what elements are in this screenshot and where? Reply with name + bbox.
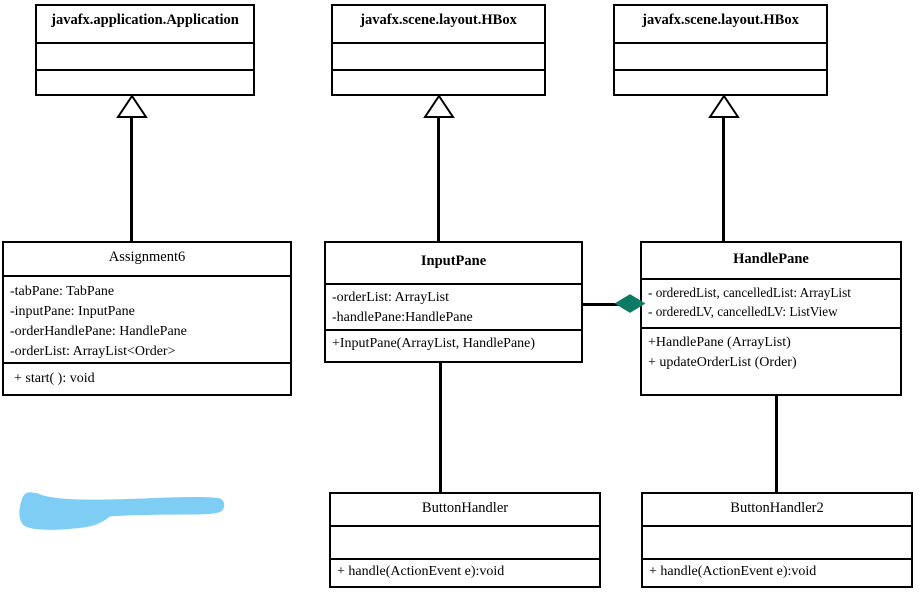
class-operations-compartment xyxy=(333,71,544,94)
filled-diamond-icon-composition xyxy=(614,294,646,313)
operation-row: + start( ): void xyxy=(14,371,95,386)
operations-list: + start( ): void xyxy=(4,364,290,394)
attributes-list: - orderedList, cancelledList: ArrayList … xyxy=(642,280,900,326)
class-operations-compartment: +InputPane(ArrayList, HandlePane) xyxy=(326,331,581,361)
class-attributes-compartment xyxy=(333,44,544,71)
operations-list: + handle(ActionEvent e):void xyxy=(643,560,911,586)
class-title-inputpane: InputPane xyxy=(420,253,487,269)
attributes-list: -tabPane: TabPane -inputPane: InputPane … xyxy=(4,277,290,362)
association-line-handlepane-buttonhandler2 xyxy=(775,396,778,492)
operations-empty xyxy=(333,71,544,94)
operations-list: +HandlePane (ArrayList) + updateOrderLis… xyxy=(642,329,900,378)
operation-row: +InputPane(ArrayList, HandlePane) xyxy=(332,336,536,351)
attribute-row: -inputPane: InputPane xyxy=(10,303,135,319)
class-title-assignment6: Assignment6 xyxy=(108,249,186,265)
class-attributes-compartment: -tabPane: TabPane -inputPane: InputPane … xyxy=(4,277,290,364)
class-box-assignment6[interactable]: Assignment6 -tabPane: TabPane -inputPane… xyxy=(2,241,292,396)
highlight-blob-annotation xyxy=(19,492,225,530)
class-name-compartment: ButtonHandler xyxy=(331,494,599,527)
class-operations-compartment: +HandlePane (ArrayList) + updateOrderLis… xyxy=(642,329,900,394)
class-operations-compartment: + start( ): void xyxy=(4,364,290,394)
class-operations-compartment xyxy=(37,71,253,94)
generalization-line-inputpane xyxy=(437,115,440,243)
class-name-compartment: javafx.application.Application xyxy=(37,6,253,44)
class-attributes-compartment xyxy=(331,527,599,560)
attribute-row: - orderedList, cancelledList: ArrayList xyxy=(648,285,851,300)
class-box-hbox-right[interactable]: javafx.scene.layout.HBox xyxy=(613,4,828,96)
attributes-empty xyxy=(333,44,544,69)
class-title-handlepane: HandlePane xyxy=(733,251,809,267)
attributes-list: -orderList: ArrayList -handlePane:Handle… xyxy=(326,285,581,329)
class-name-compartment: InputPane xyxy=(326,243,581,285)
operation-row: + updateOrderList (Order) xyxy=(648,354,797,370)
hollow-triangle-icon-assignment6 xyxy=(116,94,148,118)
attribute-row: -orderList: ArrayList xyxy=(332,290,450,305)
class-attributes-compartment xyxy=(643,527,911,560)
hollow-triangle-icon-inputpane xyxy=(423,94,455,118)
class-attributes-compartment xyxy=(37,44,253,71)
class-box-handlepane[interactable]: HandlePane - orderedList, cancelledList:… xyxy=(640,241,902,396)
class-title-buttonhandler2: ButtonHandler2 xyxy=(730,500,824,516)
attribute-row: -orderHandlePane: HandlePane xyxy=(10,323,187,339)
attributes-empty xyxy=(37,44,253,69)
class-box-inputpane[interactable]: InputPane -orderList: ArrayList -handleP… xyxy=(324,241,583,363)
hollow-triangle-icon-handlepane xyxy=(708,94,740,118)
class-attributes-compartment xyxy=(615,44,826,71)
operation-row: + handle(ActionEvent e):void xyxy=(337,564,505,579)
class-name-compartment: javafx.scene.layout.HBox xyxy=(333,6,544,44)
class-attributes-compartment: -orderList: ArrayList -handlePane:Handle… xyxy=(326,285,581,331)
generalization-line-handlepane xyxy=(722,115,725,243)
class-operations-compartment xyxy=(615,71,826,94)
class-box-application[interactable]: javafx.application.Application xyxy=(35,4,255,96)
attributes-empty xyxy=(643,527,911,558)
class-box-buttonhandler2[interactable]: ButtonHandler2 + handle(ActionEvent e):v… xyxy=(641,492,913,588)
class-operations-compartment: + handle(ActionEvent e):void xyxy=(643,560,911,586)
class-box-hbox-left[interactable]: javafx.scene.layout.HBox xyxy=(331,4,546,96)
class-attributes-compartment: - orderedList, cancelledList: ArrayList … xyxy=(642,280,900,329)
generalization-line-assignment6 xyxy=(130,115,133,243)
operation-row: + handle(ActionEvent e):void xyxy=(649,564,817,579)
class-operations-compartment: + handle(ActionEvent e):void xyxy=(331,560,599,586)
class-title-hbox-left: javafx.scene.layout.HBox xyxy=(360,12,517,28)
operations-empty xyxy=(615,71,826,94)
class-title-application: javafx.application.Application xyxy=(51,12,239,28)
composition-line-inputpane-handlepane xyxy=(583,303,633,306)
class-title-buttonhandler: ButtonHandler xyxy=(421,500,509,516)
class-title-hbox-right: javafx.scene.layout.HBox xyxy=(642,12,799,28)
class-name-compartment: javafx.scene.layout.HBox xyxy=(615,6,826,44)
attributes-empty xyxy=(331,527,599,558)
operations-list: + handle(ActionEvent e):void xyxy=(331,560,599,586)
operations-empty xyxy=(37,71,253,94)
class-name-compartment: HandlePane xyxy=(642,243,900,280)
class-name-compartment: Assignment6 xyxy=(4,243,290,277)
attributes-empty xyxy=(615,44,826,69)
association-line-inputpane-buttonhandler xyxy=(439,363,442,492)
operation-row: +HandlePane (ArrayList) xyxy=(648,335,791,350)
class-name-compartment: ButtonHandler2 xyxy=(643,494,911,527)
attribute-row: - orderedLV, cancelledLV: ListView xyxy=(648,303,838,319)
operations-list: +InputPane(ArrayList, HandlePane) xyxy=(326,331,581,359)
attribute-row: -tabPane: TabPane xyxy=(10,284,115,299)
attribute-row: -handlePane:HandlePane xyxy=(332,309,473,325)
class-box-buttonhandler[interactable]: ButtonHandler + handle(ActionEvent e):vo… xyxy=(329,492,601,588)
attribute-row: -orderList: ArrayList<Order> xyxy=(10,343,176,359)
